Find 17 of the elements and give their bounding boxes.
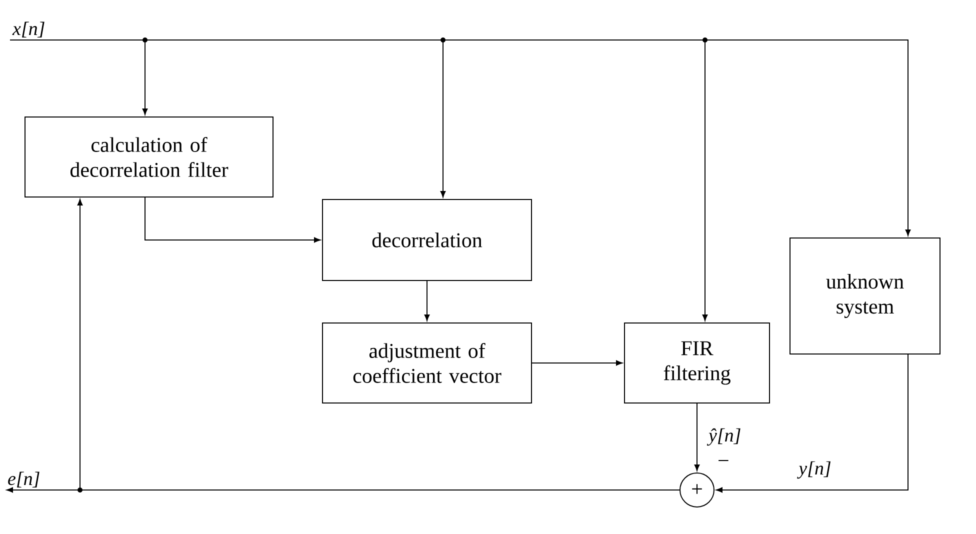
- arrow: [424, 280, 430, 321]
- process-box: adjustment of coefficient vector: [322, 322, 532, 404]
- signal-label: x[n]: [12, 22, 44, 38]
- sign-label: −: [718, 460, 728, 462]
- process-box: decorrelation: [322, 199, 532, 281]
- signal-label: e[n]: [8, 472, 40, 488]
- arrow: [716, 354, 908, 493]
- process-box: FIR filtering: [624, 322, 770, 404]
- arrow: [77, 199, 680, 490]
- process-box: calculation of decorrelation filter: [24, 116, 274, 198]
- arrow: [144, 197, 320, 243]
- edge-label: ŷ[n]: [706, 428, 740, 446]
- edge-label: y[n]: [797, 461, 830, 479]
- arrow: [694, 403, 700, 471]
- arrow: [532, 360, 622, 366]
- arrow: [10, 40, 911, 236]
- process-box: unknown system: [790, 238, 940, 354]
